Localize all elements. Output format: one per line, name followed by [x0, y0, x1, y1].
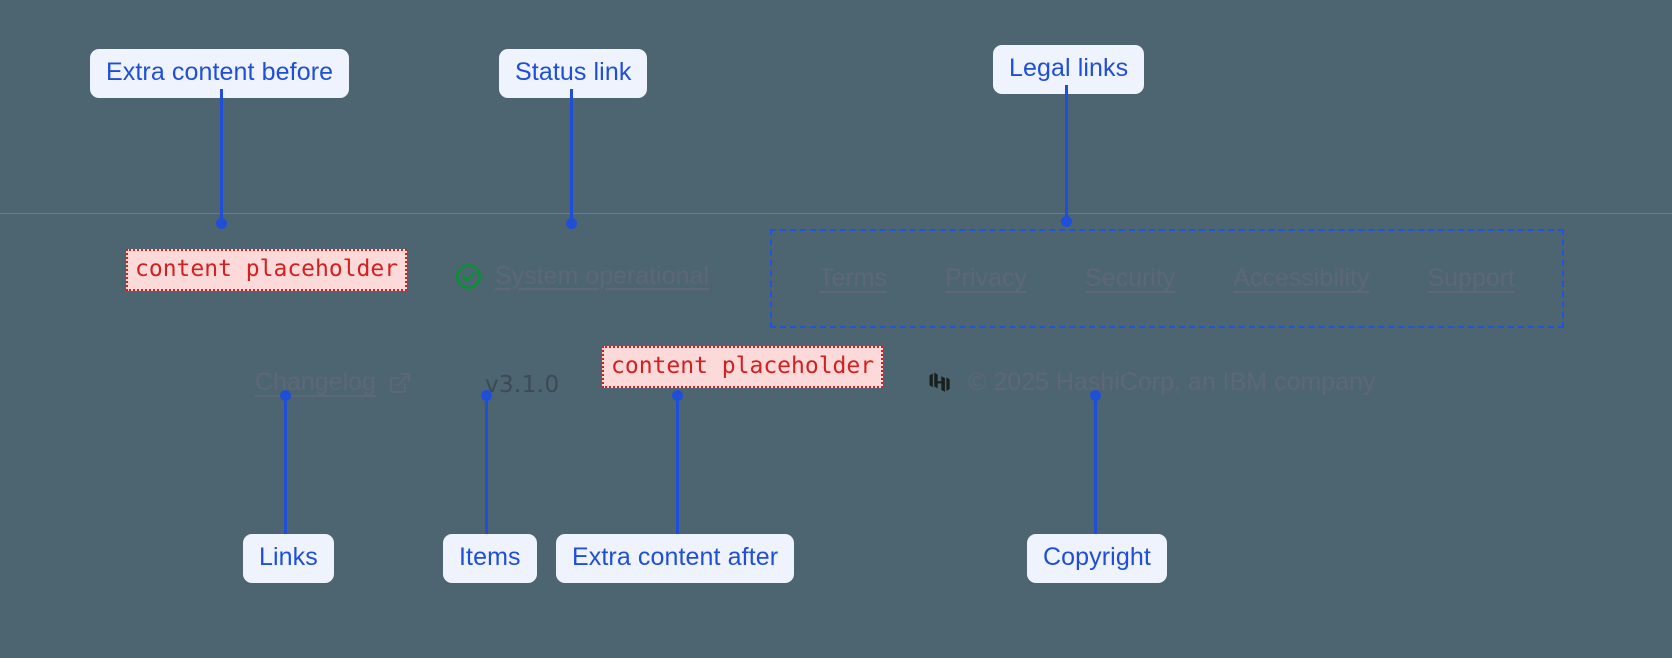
changelog-link[interactable]: Changelog — [255, 368, 412, 397]
leader-dot-extra-before — [216, 218, 227, 229]
leader-dot-items — [481, 390, 492, 401]
leader-dot-copyright — [1090, 390, 1101, 401]
legal-link-support[interactable]: Support — [1427, 264, 1515, 292]
legal-link-privacy[interactable]: Privacy — [945, 264, 1027, 292]
callout-legal-links: Legal links — [993, 45, 1145, 94]
legal-link-accessibility[interactable]: Accessibility — [1233, 264, 1370, 292]
callout-links: Links — [243, 534, 334, 583]
leader-line-extra-before — [220, 89, 223, 224]
leader-dot-extra-after — [672, 390, 683, 401]
leader-line-links — [284, 396, 287, 534]
leader-dot-links — [280, 390, 291, 401]
callout-copyright: Copyright — [1027, 534, 1167, 583]
hashicorp-logo — [925, 368, 954, 397]
callout-extra-content-before: Extra content before — [90, 49, 350, 98]
legal-link-security[interactable]: Security — [1084, 264, 1176, 292]
extra-content-after-placeholder: content placeholder — [602, 346, 884, 389]
footer-top-divider — [0, 213, 1672, 214]
version-label: v3.1.0 — [485, 372, 560, 398]
external-link-icon — [388, 371, 412, 395]
extra-content-before-placeholder: content placeholder — [126, 249, 408, 292]
callout-extra-content-after: Extra content after — [556, 534, 795, 583]
leader-line-extra-after — [676, 396, 679, 534]
legal-links-group: Terms Privacy Security Accessibility Sup… — [770, 229, 1564, 328]
check-circle-icon — [455, 263, 482, 290]
leader-line-items — [485, 396, 488, 534]
copyright-text: © 2025 HashiCorp, an IBM company — [968, 368, 1376, 396]
leader-line-legal — [1065, 85, 1068, 222]
changelog-label: Changelog — [255, 368, 376, 396]
callout-status-link: Status link — [499, 49, 648, 98]
status-link-label: System operational — [495, 262, 710, 290]
leader-dot-legal — [1061, 216, 1072, 227]
leader-dot-status — [566, 218, 577, 229]
copyright: © 2025 HashiCorp, an IBM company — [925, 368, 1376, 397]
leader-line-copyright — [1094, 396, 1097, 534]
callout-items: Items — [443, 534, 537, 583]
annotation-band-top — [0, 0, 1672, 214]
legal-link-terms[interactable]: Terms — [818, 264, 888, 292]
leader-line-status — [570, 89, 573, 224]
status-link[interactable]: System operational — [455, 262, 709, 291]
